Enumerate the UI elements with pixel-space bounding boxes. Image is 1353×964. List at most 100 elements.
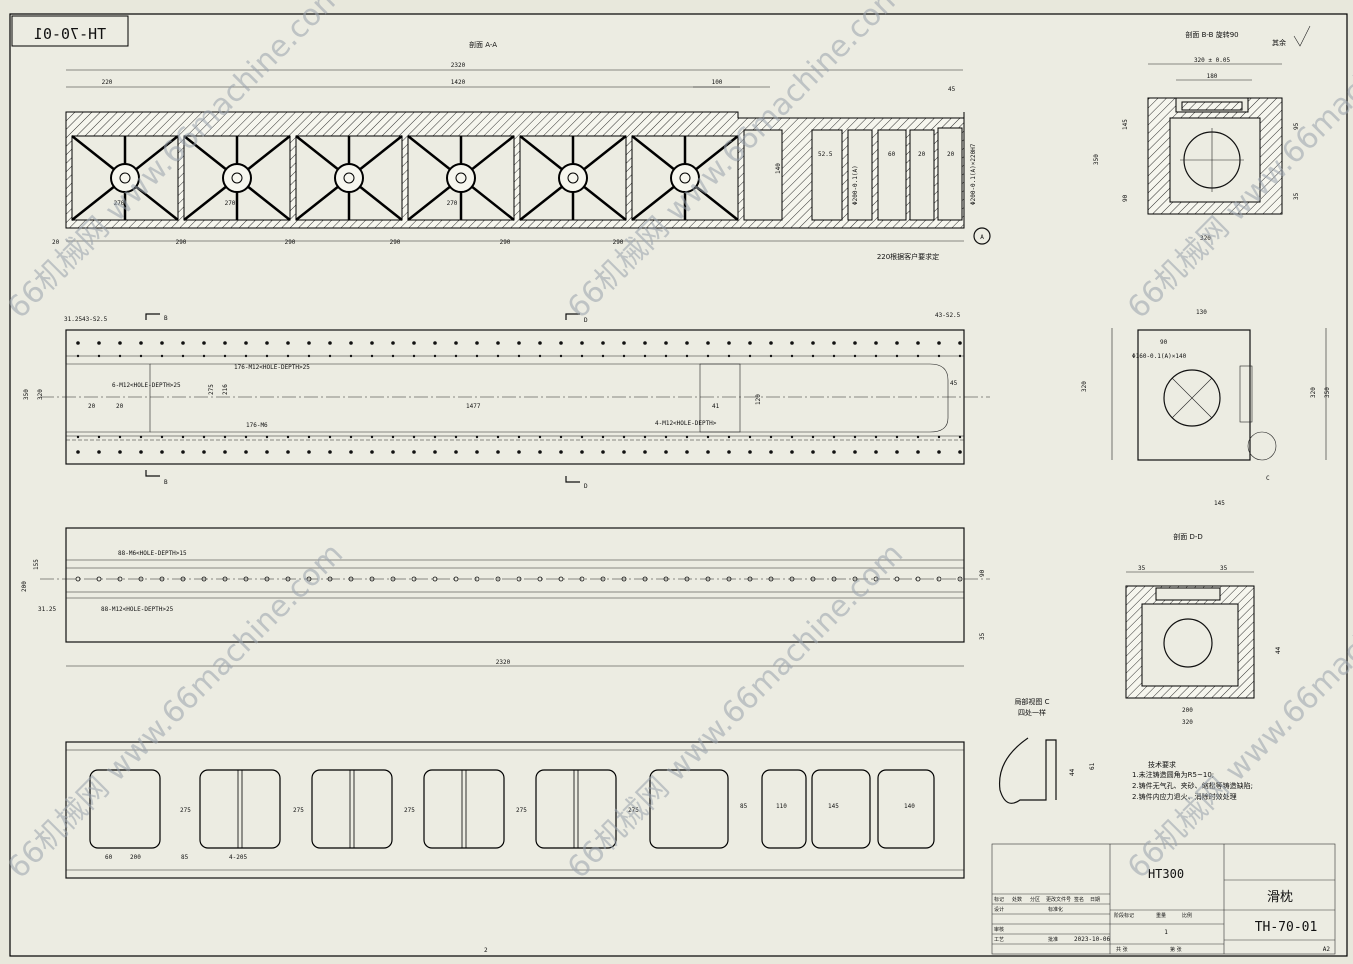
side-hole [369,576,375,582]
plan-hole [349,354,353,358]
plan-hole [328,354,332,358]
aa-boss [334,163,364,193]
cut-marker-b-bottom: B [164,479,168,486]
plan-hole [769,450,773,454]
plan-hole [349,341,353,345]
dim-140-b: 140 [904,803,915,810]
side-hole [306,576,312,582]
plan-hole [454,354,458,358]
dim-85-bottom: 85 [181,854,189,861]
plan-hole [559,450,563,454]
plan-hole [181,341,185,345]
plan-hole [580,341,584,345]
plan-hole [391,341,395,345]
callout-holes-5: 176-M6 [246,422,268,429]
callout-holes-2: 31.25 [64,316,82,323]
dim-275-b2: 275 [293,807,304,814]
aa-boss [446,163,476,193]
title-block: HT300 滑枕 TH-70-01 A2 1 2023-10-06 2 标记 处… [484,843,1336,955]
side-hole [936,576,942,582]
dim-275-b1: 275 [180,807,191,814]
bore-label-1: Φ200-0.1(A) [852,165,859,205]
side-hole [873,576,879,582]
cut-marker-b-top: B [164,315,168,322]
tech-notes: 技术要求 1.未注铸造圆角为R5~10; 2.铸件无气孔、夹砂、缩松等铸造缺陷;… [1132,760,1253,801]
sheet-size: A2 [1323,946,1331,953]
detail-c-circle [1247,431,1277,461]
plan-hole [265,450,269,454]
plan-hole [202,341,206,345]
plan-hole [370,341,374,345]
dim-35-side: 35 [979,632,986,640]
section-aa-title: 剖面 A-A [469,40,497,49]
plan-hole [958,435,962,439]
dim-95-bb: 95 [1293,122,1300,130]
plan-hole [958,341,962,345]
plan-hole [517,435,521,439]
side-hole [621,576,627,582]
plan-hole [139,435,143,439]
section-aa-view: 剖面 A-A 2320 220 1420 100 20 290 290 290 … [52,40,991,261]
dim-145-bb: 145 [1122,119,1129,130]
plan-hole [895,450,899,454]
bottom-pocket [811,769,871,849]
callout-holes-9: 88-M12<HOLE-DEPTH>25 [101,606,174,613]
plan-hole [160,341,164,345]
tb-r1-0: 标记 [994,896,1004,903]
dim-pitch-inner-3: 270 [114,200,125,207]
dim-pitch-1: 290 [176,239,187,246]
bottom-pocket [877,769,935,849]
side-hole [453,576,459,582]
view-marker-a [973,227,991,245]
plan-hole [664,341,668,345]
plan-hole [937,450,941,454]
customer-note: 220根据客户要求定 [877,252,939,261]
plan-hole [832,435,836,439]
side-hole [117,576,123,582]
dim-45-top: 45 [948,86,956,93]
side-hole [96,576,102,582]
dim-275-b3: 275 [404,807,415,814]
plan-hole [853,450,857,454]
side-hole [159,576,165,582]
tb-r2-0: 设计 [994,906,1004,913]
dim-pitch-inner-1: 270 [225,200,236,207]
dim-120-plan: 120 [755,394,762,405]
plan-hole [769,354,773,358]
plan-hole [475,450,479,454]
plan-hole [874,435,878,439]
plan-hole [244,450,248,454]
plan-hole [706,354,710,358]
side-hole [852,576,858,582]
plan-hole [412,435,416,439]
dim-90-bb: 90 [1122,194,1129,202]
side-hole [747,576,753,582]
plan-hole [790,354,794,358]
plan-hole [811,354,815,358]
plan-hole [874,450,878,454]
plan-hole [538,354,542,358]
tb-stage-0: 阶段标记 [1114,912,1134,919]
plan-hole [244,341,248,345]
bore-label-2: Φ200-0.1(A)×220H7 [970,143,977,205]
aa-boss [558,163,588,193]
aa-boss-hole [455,172,467,184]
dim-right-step: 100 [712,79,723,86]
plan-hole [559,354,563,358]
side-hole [894,576,900,582]
tb-r3-0: 审核 [994,926,1004,933]
section-dd-view: 剖面 D-D 35 35 200 320 44 [1125,532,1282,726]
side-hole [222,576,228,582]
plan-hole [496,435,500,439]
plan-hole [853,354,857,358]
plan-hole [790,435,794,439]
bottom-pocket [199,769,281,849]
plan-hole [328,435,332,439]
bottom-pocket [761,769,807,849]
plan-hole [895,354,899,358]
plan-hole [643,435,647,439]
bore-end [1163,369,1221,427]
plan-hole [937,435,941,439]
dim-41: 41 [712,403,720,410]
